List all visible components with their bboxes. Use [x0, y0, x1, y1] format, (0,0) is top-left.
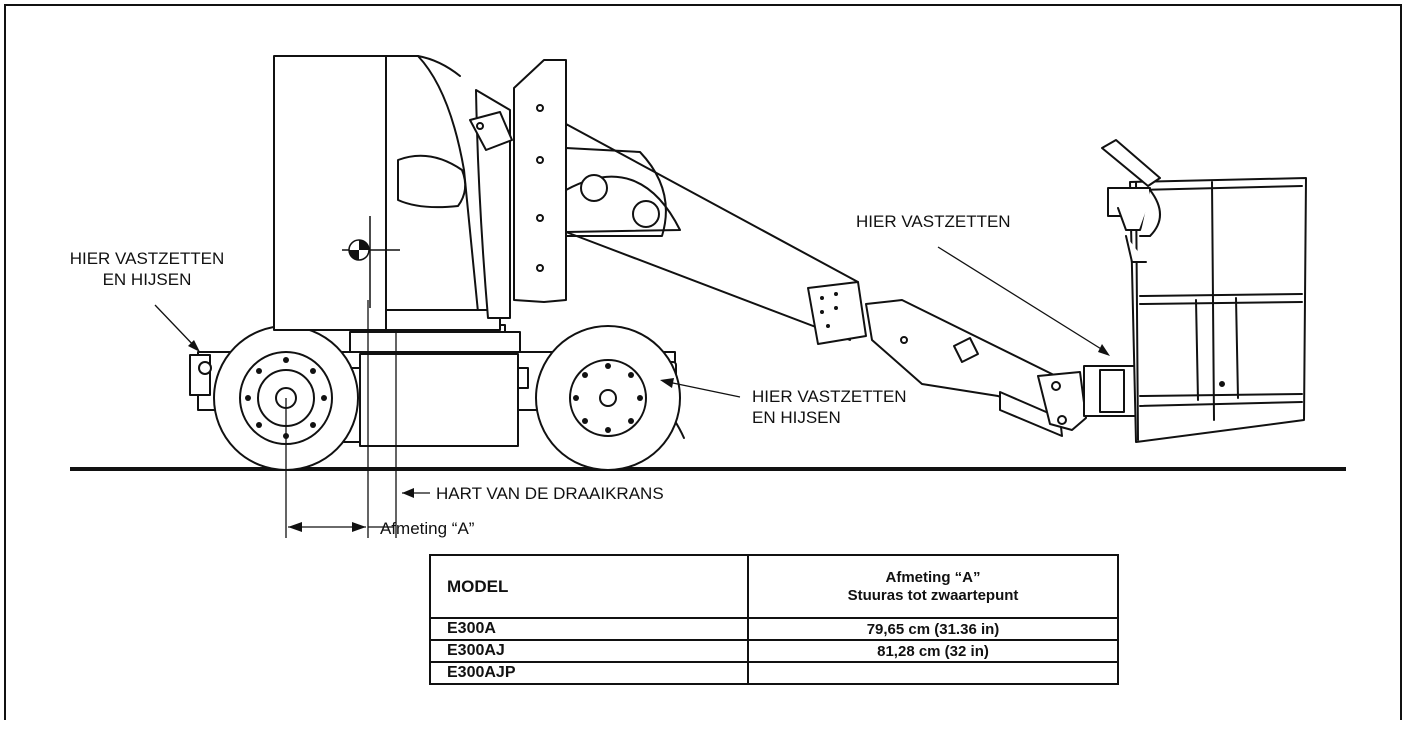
turntable-cowl	[273, 55, 513, 331]
table-row: E300A 79,65 cm (31.36 in)	[429, 617, 1119, 641]
boom-mount-plate	[513, 59, 567, 303]
battery-box	[359, 353, 519, 447]
dimension-header-line2: Stuuras tot zwaartepunt	[847, 586, 1019, 604]
dimension-cell	[747, 661, 1119, 685]
platform-tiedown-label: HIER VASTZETTEN	[856, 212, 1011, 231]
front-tiedown-label-line1: HIER VASTZETTEN	[752, 387, 907, 406]
center-of-gravity-icon	[342, 216, 400, 308]
table-header-row: MODEL Afmeting “A” Stuuras tot zwaartepu…	[429, 554, 1119, 619]
front-tiedown-label-line2: EN HIJSEN	[752, 408, 841, 427]
jib-boom	[807, 281, 1145, 437]
model-cell: E300AJ	[429, 639, 749, 663]
arrowheads	[188, 340, 1110, 532]
dimension-header-line1: Afmeting “A”	[885, 568, 981, 586]
dimension-a-label: Afmeting “A”	[380, 519, 475, 538]
dimension-cell: 79,65 cm (31.36 in)	[747, 617, 1119, 641]
model-column-header: MODEL	[429, 554, 749, 619]
rear-tiedown-label-line2: EN HIJSEN	[102, 270, 192, 289]
turntable-center-label: HART VAN DE DRAAIKRANS	[436, 484, 664, 503]
table-row: E300AJ 81,28 cm (32 in)	[429, 639, 1119, 663]
rear-tiedown-label-line1: HIER VASTZETTEN	[69, 249, 225, 268]
dimension-table: MODEL Afmeting “A” Stuuras tot zwaartepu…	[429, 554, 1119, 685]
dimension-cell: 81,28 cm (32 in)	[747, 639, 1119, 663]
dimension-column-header: Afmeting “A” Stuuras tot zwaartepunt	[747, 554, 1119, 619]
page-border	[4, 4, 1402, 720]
front-wheel	[535, 325, 681, 471]
platform-basket	[1101, 139, 1307, 443]
front-tiedown-label: HIER VASTZETTEN EN HIJSEN	[752, 386, 907, 428]
model-cell: E300A	[429, 617, 749, 641]
rear-tiedown-label: HIER VASTZETTEN EN HIJSEN	[42, 248, 252, 290]
table-row: E300AJP	[429, 661, 1119, 685]
model-cell: E300AJP	[429, 661, 749, 685]
main-boom	[565, 123, 859, 341]
